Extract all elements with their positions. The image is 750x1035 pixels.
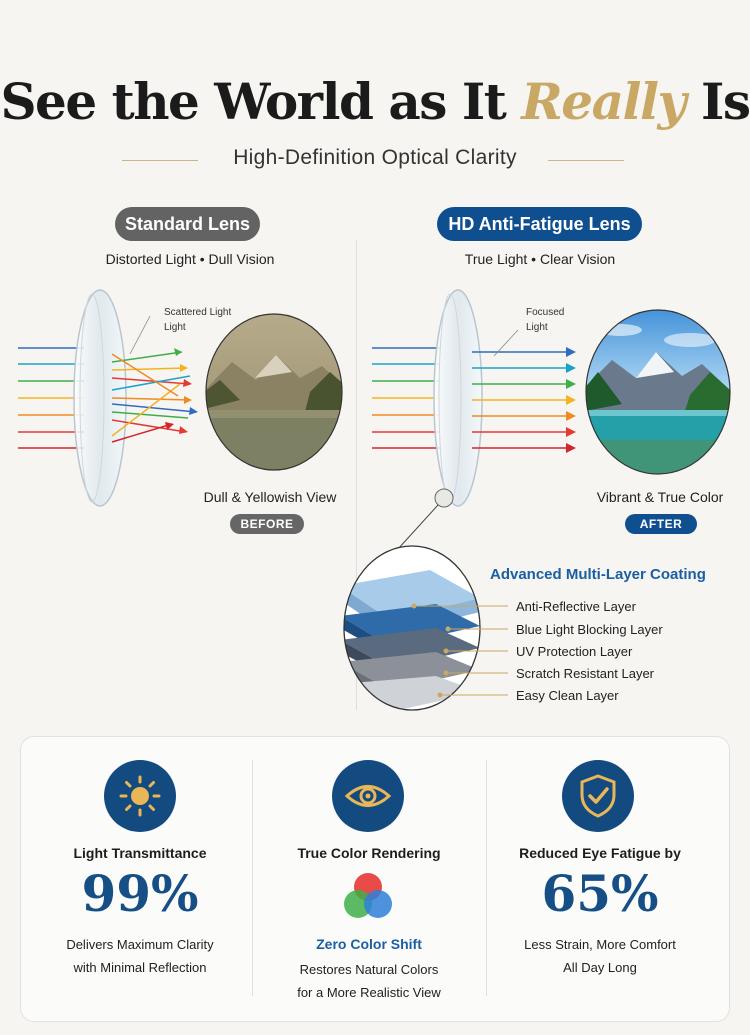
standard-annotation-leader [129,315,151,355]
title-end: Is [700,72,750,131]
hd-incoming-rays [372,347,440,449]
coating-layer-anti-reflective: Anti-Reflective Layer [516,599,636,614]
coating-title: Advanced Multi-Layer Coating [490,566,706,583]
coating-layer-scratch: Scratch Resistant Layer [516,666,655,681]
transmittance-title: Light Transmittance [73,845,207,861]
coating-layer-easy-clean: Easy Clean Layer [516,688,619,703]
transmittance-value: 99% [81,864,199,923]
dull-view-caption: Dull & Yellowish View [203,489,337,505]
section-divider [356,240,357,710]
dull-view-image [206,314,342,470]
coating-layer-uv: UV Protection Layer [516,644,633,659]
lens-illustration [18,289,731,711]
shield-check-icon [562,760,634,832]
zero-color-shift: Zero Color Shift [316,936,422,952]
zoom-point [434,488,454,508]
hd-lens-shape [433,289,483,507]
eye-icon [332,760,404,832]
standard-scattered-rays [111,348,198,443]
hd-focused-rays [472,347,576,453]
sun-icon [104,760,176,832]
focused-light-label: Focused Light [526,307,565,333]
title-main: See the World as It [0,72,506,131]
feature-divider-2 [486,760,487,996]
page-title: See the World as It Really Is [0,72,750,131]
vibrant-view-caption: Vibrant & True Color [596,489,724,505]
after-badge: AFTER [625,514,697,534]
coating-stack-image [343,545,481,711]
coating-layer-blue-light: Blue Light Blocking Layer [516,622,663,637]
subtitle-rule-left [122,160,198,161]
page-subtitle: High-Definition Optical Clarity [233,146,517,169]
feature-divider-1 [252,760,253,996]
rgb-circles-icon [344,873,392,918]
before-badge: BEFORE [230,514,304,534]
vibrant-view-image [586,310,730,474]
eye-fatigue-value: 65% [541,864,659,923]
transmittance-desc: Delivers Maximum Clarity with Minimal Re… [66,937,214,975]
standard-incoming-rays [18,347,84,449]
eye-fatigue-desc: Less Strain, More Comfort All Day Long [524,937,676,975]
eye-fatigue-title: Reduced Eye Fatigue by [519,845,681,861]
color-rendering-desc: Restores Natural Colors for a More Reali… [297,962,441,1000]
standard-caption: Distorted Light • Dull Vision [105,251,275,267]
subtitle-rule-right [548,160,624,161]
standard-lens-pill: Standard Lens [115,207,260,241]
title-accent: Really [521,72,686,131]
color-rendering-title: True Color Rendering [297,845,441,861]
coating-leaders [411,603,508,698]
hd-caption: True Light • Clear Vision [464,251,616,267]
scattered-light-label: Scattered Light Light [164,307,232,333]
hd-lens-pill: HD Anti-Fatigue Lens [437,207,642,241]
hd-annotation-leader [493,329,519,357]
